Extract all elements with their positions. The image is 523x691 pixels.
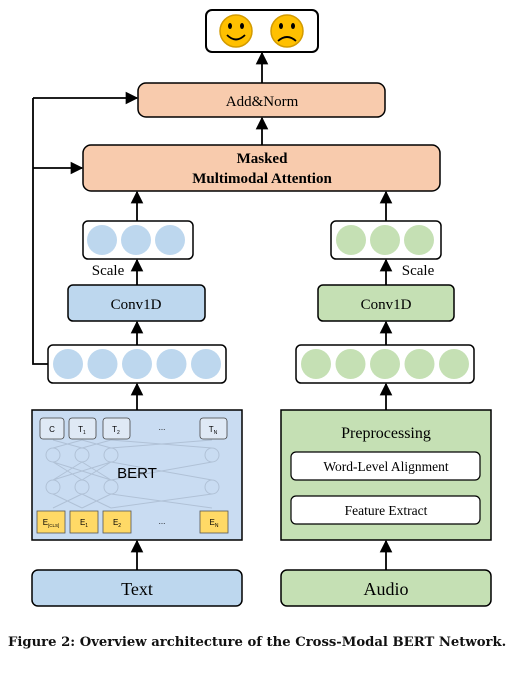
audio-feature-circle — [370, 349, 400, 379]
attention-block: Masked Multimodal Attention — [82, 144, 441, 192]
token-ellipsis-bottom: ... — [159, 517, 166, 526]
text-feature-circle — [156, 349, 187, 379]
svg-text:TN: TN — [209, 425, 218, 436]
text-feature-circle — [122, 349, 152, 379]
text-conv1d-label: Conv1D — [111, 297, 162, 313]
token-tn: TN — [199, 417, 228, 440]
text-input-block: Text — [31, 569, 243, 607]
token-e2: E2 — [102, 510, 132, 534]
text-feature-circle — [53, 349, 83, 379]
svg-text:EN: EN — [210, 518, 219, 529]
text-scaled-feature-circle — [121, 225, 151, 255]
svg-text:T1: T1 — [78, 425, 86, 436]
text-scaled-features — [82, 220, 194, 260]
audio-scale-label: Scale — [402, 263, 435, 279]
sad-face-icon — [270, 14, 304, 48]
audio-conv1d-block: Conv1D — [317, 284, 455, 322]
word-level-alignment-label: Word-Level Alignment — [323, 459, 449, 474]
svg-text:T2: T2 — [112, 425, 120, 436]
word-level-alignment-step: Word-Level Alignment — [290, 451, 481, 481]
audio-feature-circle — [404, 349, 435, 379]
audio-feature-vector — [295, 344, 475, 384]
text-feature-vector — [47, 344, 227, 384]
text-feature-circle — [87, 349, 118, 379]
output-emoji-box — [205, 9, 319, 53]
audio-input-label: Audio — [364, 579, 409, 599]
audio-feature-circle — [439, 349, 469, 379]
bert-block: BERT C T1 T2 ... TN — [31, 409, 243, 541]
text-input-label: Text — [121, 579, 153, 599]
audio-feature-circle — [301, 349, 331, 379]
feature-extract-label: Feature Extract — [345, 503, 428, 518]
bert-input-tokens: E[CLS] E1 E2 ... EN — [36, 510, 229, 534]
text-scaled-feature-circle — [87, 225, 117, 255]
svg-text:E[CLS]: E[CLS] — [43, 518, 60, 528]
preprocessing-block: Preprocessing Word-Level Alignment Featu… — [280, 409, 492, 541]
token-t1: T1 — [68, 417, 97, 440]
happy-face-icon — [219, 14, 253, 48]
audio-input-block: Audio — [280, 569, 492, 607]
text-feature-circle — [191, 349, 221, 379]
text-scaled-feature-circle — [155, 225, 185, 255]
preprocessing-title: Preprocessing — [341, 425, 431, 442]
token-ecls: E[CLS] — [36, 510, 66, 534]
token-t2: T2 — [102, 417, 131, 440]
audio-scaled-feature-circle — [404, 225, 434, 255]
token-ellipsis-top: ... — [159, 423, 166, 432]
token-e1: E1 — [69, 510, 99, 534]
feature-extract-step: Feature Extract — [290, 495, 481, 525]
attention-label-line1: Masked — [237, 151, 288, 167]
text-scale-label: Scale — [92, 263, 125, 279]
bert-network-pattern — [45, 439, 220, 509]
add-norm-block: Add&Norm — [137, 82, 386, 118]
bert-label: BERT — [117, 465, 157, 482]
token-c: C — [39, 417, 65, 440]
skip-connection-line — [32, 98, 48, 365]
svg-text:E1: E1 — [80, 518, 88, 529]
bert-output-tokens: C T1 T2 ... TN — [39, 417, 228, 440]
audio-feature-circle — [335, 349, 366, 379]
architecture-diagram: Add&Norm Masked Multimodal Attention Sca… — [31, 9, 492, 607]
attention-label-line2: Multimodal Attention — [192, 171, 332, 187]
audio-scaled-feature-circle — [370, 225, 400, 255]
flow-arrows — [32, 51, 393, 570]
audio-scaled-feature-circle — [336, 225, 366, 255]
figure-caption: Figure 2: Overview architecture of the C… — [8, 635, 507, 650]
audio-scaled-features — [330, 220, 442, 260]
audio-conv1d-label: Conv1D — [361, 297, 412, 313]
token-en: EN — [199, 510, 229, 534]
text-conv1d-block: Conv1D — [67, 284, 206, 322]
svg-text:C: C — [49, 425, 55, 434]
add-norm-label: Add&Norm — [226, 94, 299, 110]
svg-text:E2: E2 — [113, 518, 121, 529]
